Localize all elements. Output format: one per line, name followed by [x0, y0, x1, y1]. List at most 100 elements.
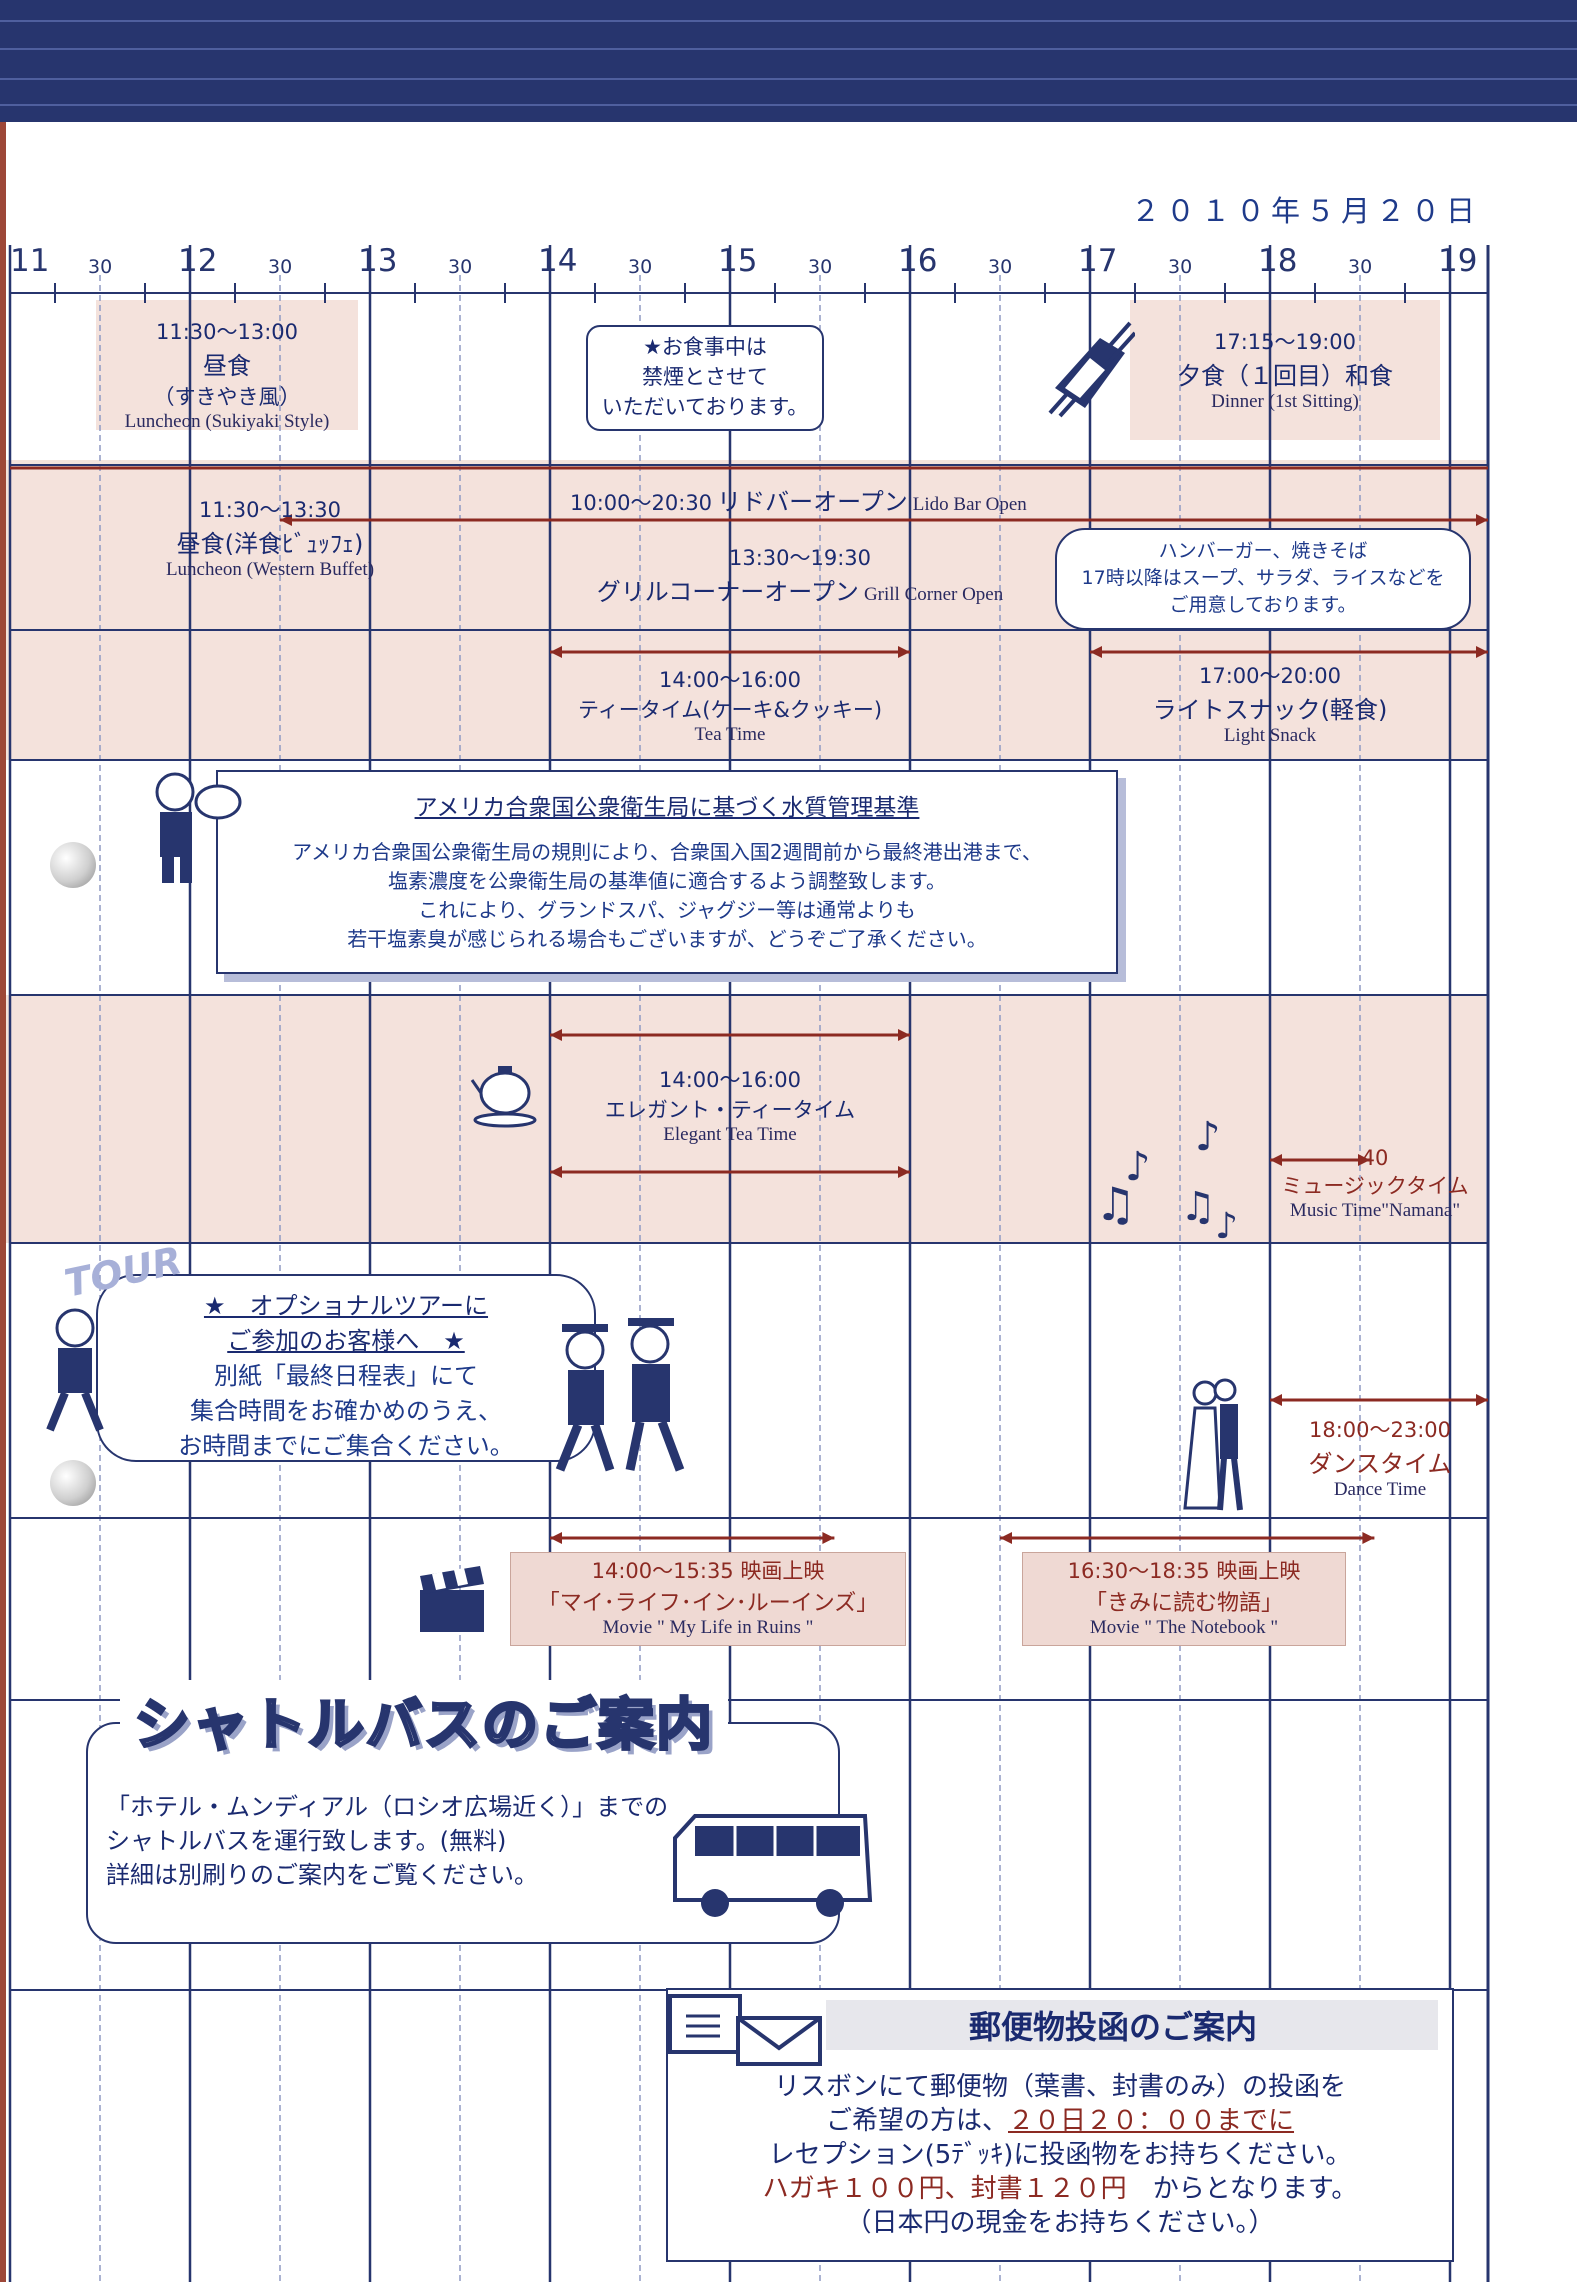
dance-span-head-end [1476, 1394, 1488, 1406]
walking-men-icon [555, 1318, 685, 1472]
dancing-couple-icon [1183, 1378, 1243, 1511]
grill-en: Grill Corner Open [863, 584, 1004, 605]
music-en: Music Time"Namana" [1289, 1200, 1461, 1221]
movie1-en: Movie " My Life in Ruins " [602, 1617, 814, 1638]
waiter-icon [155, 772, 242, 883]
elegant-tea-time: 14:00～16:00 [658, 1068, 802, 1092]
event-dinner: 17:15～19:00 夕食（１回目）和食 Dinner (1st Sittin… [1130, 326, 1440, 413]
mail-title: 郵便物投函のご案内 [968, 2008, 1257, 2046]
mail-line2a: ご希望の方は、 [825, 2106, 1008, 2136]
movie1-span-head-start [550, 1532, 562, 1544]
elegant-tea-en: Elegant Tea Time [663, 1124, 797, 1145]
no-smoking-note: ★お食事中は 禁煙とさせて いただいております。 [586, 325, 824, 431]
shuttle-text: 「ホテル・ムンディアル（ロシオ広場近く）」までの シャトルバスを運行致します。(… [106, 1790, 668, 1892]
music-notes-icon: ♫ ♪ ♪ ♫ ♪ [1095, 1114, 1238, 1247]
shuttle-title-wrap: シャトルバスのご案内 [120, 1680, 728, 1760]
tourist-man-icon [46, 1308, 104, 1432]
half-hour-label: 30 [1348, 256, 1372, 278]
svg-text:♫: ♫ [1095, 1177, 1136, 1231]
grill-time: 13:30～19:30 [728, 546, 872, 570]
tea-time-title: ティータイム(ケーキ&クッキー) [577, 698, 883, 722]
hour-label: 18 [1258, 243, 1297, 279]
music-span-head-start [1270, 1154, 1282, 1166]
elegant-tea-span-top-head-start [550, 1029, 562, 1041]
movie1-time: 14:00～15:35 [591, 1559, 734, 1583]
water-notice-title: アメリカ合衆国公衆衛生局に基づく水質管理基準 [414, 795, 920, 821]
water-notice-line1: アメリカ合衆国公衆衛生局の規則により、合衆国入国2週間前から最終港出港まで、 [292, 840, 1042, 864]
hour-label: 13 [358, 243, 397, 279]
grill-note-line3: ご用意しております。 [1169, 594, 1357, 616]
grill-span-head-start [280, 514, 292, 526]
no-smoking-line2: 禁煙とさせて [642, 365, 768, 389]
dance-en: Dance Time [1333, 1479, 1427, 1500]
punch-hole-bottom [50, 1460, 96, 1506]
event-elegant-tea: 14:00～16:00 エレガント・ティータイム Elegant Tea Tim… [560, 1064, 900, 1146]
water-notice-line3: これにより、グランドスパ、ジャグジー等は通常よりも [418, 898, 916, 922]
left-edge-bar [0, 122, 6, 2282]
lunch-sukiyaki-title: 昼食 [203, 352, 251, 380]
punch-hole-top [50, 842, 96, 888]
lunch-western-title: 昼食(洋食ﾋﾞｭｯﾌｪ) [176, 530, 364, 558]
lunch-western-time: 11:30～13:30 [198, 498, 342, 522]
light-snack-en: Light Snack [1223, 725, 1317, 746]
grill-menu-note: ハンバーガー、焼きそば 17時以降はスープ、サラダ、ライスなどを ご用意しており… [1055, 528, 1471, 630]
movie2-time: 16:30～18:35 [1067, 1559, 1210, 1583]
elegant-tea-span-top-head-end [898, 1029, 910, 1041]
tour-line2: ご参加のお客様へ ★ [227, 1327, 465, 1355]
light-snack-span-head-end [1476, 646, 1488, 658]
grill-title: グリルコーナーオープン [596, 578, 859, 606]
movie1-span-head-end [822, 1532, 835, 1544]
movie1-title: 「マイ･ライフ･イン･ルーインズ」 [537, 1591, 879, 1616]
grill-span-head-end [1476, 514, 1488, 526]
svg-text:♪: ♪ [1195, 1114, 1221, 1160]
event-movie-2: 16:30～18:35 映画上映 「きみに読む物語」 Movie " The N… [1022, 1552, 1346, 1646]
hour-label: 19 [1438, 243, 1477, 279]
water-notice-line2: 塩素濃度を公衆衛生局の基準値に適合するよう調整致します。 [388, 869, 946, 893]
elegant-tea-span-bottom-head-end [898, 1166, 910, 1178]
tea-time-en: Tea Time [694, 724, 766, 745]
hour-label: 11 [10, 243, 49, 279]
half-hour-label: 30 [988, 256, 1012, 278]
optional-tour-notice: ★ オプショナルツアーに ご参加のお客様へ ★ 別紙「最終日程表」にて 集合時間… [96, 1274, 596, 1462]
svg-text:♫: ♫ [1180, 1184, 1216, 1230]
half-hour-label: 30 [808, 256, 832, 278]
movie2-en: Movie " The Notebook " [1089, 1617, 1279, 1638]
lido-bar-time: 10:00～20:30 [570, 491, 713, 515]
event-lunch-western: 11:30～13:30 昼食(洋食ﾋﾞｭｯﾌｪ) Luncheon (Weste… [120, 494, 420, 581]
half-hour-label: 30 [1168, 256, 1192, 278]
event-tea-time: 14:00～16:00 ティータイム(ケーキ&クッキー) Tea Time [560, 664, 900, 746]
envelope-icon [668, 1992, 826, 2066]
lido-bar-title: リドバーオープン [717, 488, 908, 516]
shuttle-title: シャトルバスのご案内 [133, 1692, 714, 1760]
no-smoking-line1: ★お食事中は [643, 335, 767, 359]
event-dance: 18:00～23:00 ダンスタイム Dance Time [1270, 1414, 1490, 1501]
svg-text:♪: ♪ [1125, 1144, 1151, 1190]
half-hour-label: 30 [88, 256, 112, 278]
half-hour-label: 30 [268, 256, 292, 278]
tour-line4: 集合時間をお確かめのうえ、 [190, 1397, 502, 1425]
tea-time-span-head-end [898, 646, 910, 658]
elegant-tea-title: エレガント・ティータイム [604, 1098, 856, 1122]
clapperboard-icon [420, 1566, 484, 1632]
dance-title: ダンスタイム [1308, 1450, 1452, 1478]
lunch-sukiyaki-time: 11:30～13:00 [155, 320, 299, 344]
shuttle-line1: 「ホテル・ムンディアル（ロシオ広場近く）」までの [106, 1793, 669, 1821]
teapot-icon [470, 1066, 537, 1128]
event-lido-bar: 10:00～20:30 リドバーオープン Lido Bar Open [570, 482, 1110, 517]
schedule-date: ２０１０年５月２０日 [1130, 194, 1481, 228]
tour-line3: 別紙「最終日程表」にて [214, 1362, 478, 1390]
movie2-span-head-start [1000, 1532, 1012, 1544]
movie2-label: 映画上映 [1216, 1559, 1301, 1583]
mail-line5: （日本円の現金をお持ちください。） [845, 2208, 1275, 2238]
light-snack-title: ライトスナック(軽食) [1152, 696, 1388, 724]
music-time: 40 [1361, 1146, 1389, 1170]
event-movie-1: 14:00～15:35 映画上映 「マイ･ライフ･イン･ルーインズ」 Movie… [510, 1552, 906, 1646]
tea-time-span-head-start [550, 646, 562, 658]
lunch-western-en: Luncheon (Western Buffet) [165, 559, 375, 580]
dance-span-head-start [1270, 1394, 1282, 1406]
half-hour-label: 30 [628, 256, 652, 278]
mail-postage: ハガキ１００円、封書１２０円 [762, 2174, 1127, 2204]
tour-line5: お時間までにご集合ください。 [178, 1432, 514, 1460]
elegant-tea-span-bottom-head-start [550, 1166, 562, 1178]
hour-label: 14 [538, 243, 577, 279]
